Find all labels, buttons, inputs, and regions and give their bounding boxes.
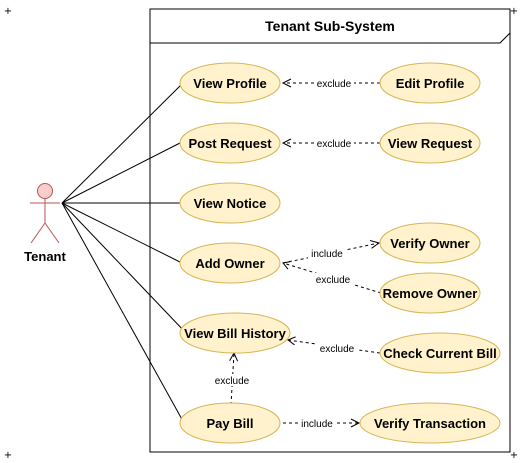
system-title-tab bbox=[150, 9, 511, 44]
relation-pay-bill-verify-transaction[interactable]: include bbox=[283, 417, 361, 430]
corner-mark-top-left: + bbox=[4, 6, 12, 17]
use-case-add-owner[interactable]: Add Owner bbox=[179, 242, 281, 284]
use-case-shape bbox=[379, 222, 481, 264]
association-view-bill-history[interactable] bbox=[61, 202, 187, 334]
relation-label-bg bbox=[314, 137, 354, 149]
relation-label-bg bbox=[317, 342, 357, 354]
corner-mark-top-right: + bbox=[510, 6, 518, 17]
relation-label-bg bbox=[314, 77, 354, 89]
use-case-label: Remove Owner bbox=[383, 286, 478, 301]
use-case-label: View Request bbox=[388, 136, 473, 151]
use-case-shape bbox=[379, 332, 501, 374]
use-case-label: View Profile bbox=[193, 76, 266, 91]
dependency-arrowhead bbox=[281, 78, 292, 88]
actor-tenant[interactable]: Tenant bbox=[24, 183, 66, 265]
corner-mark-bottom-left: + bbox=[4, 450, 12, 461]
use-case-shape bbox=[179, 182, 281, 224]
relation-check-current-bill-view-bill-history[interactable]: exclude bbox=[286, 336, 381, 355]
use-case-edit-profile[interactable]: Edit Profile bbox=[379, 62, 481, 104]
relation-remove-owner-add-owner[interactable]: exclude bbox=[282, 261, 382, 294]
use-case-view-bill-history[interactable]: View Bill History bbox=[179, 312, 291, 354]
use-case-check-current-bill[interactable]: Check Current Bill bbox=[379, 332, 501, 374]
system-title: Tenant Sub-System bbox=[265, 18, 395, 34]
dependency-arrowhead bbox=[281, 138, 292, 148]
use-case-label: Post Request bbox=[188, 136, 272, 151]
use-case-shape bbox=[179, 242, 281, 284]
use-case-pay-bill[interactable]: Pay Bill bbox=[179, 402, 281, 444]
relation-edit-profile-view-profile[interactable]: exclude bbox=[281, 77, 380, 90]
relation-add-owner-verify-owner[interactable]: include bbox=[282, 240, 381, 264]
association-pay-bill[interactable] bbox=[61, 202, 185, 424]
use-case-verify-transaction[interactable]: Verify Transaction bbox=[359, 402, 501, 444]
relation-label-bg bbox=[298, 417, 336, 429]
actor-head bbox=[37, 183, 53, 199]
relation-label: include bbox=[301, 419, 333, 430]
actor-right-leg bbox=[44, 222, 60, 244]
use-case-label: Add Owner bbox=[195, 256, 264, 271]
use-case-label: Verify Owner bbox=[390, 236, 469, 251]
association-view-profile[interactable] bbox=[61, 82, 184, 204]
use-case-shape bbox=[179, 312, 291, 354]
use-case-post-request[interactable]: Post Request bbox=[179, 122, 281, 164]
use-case-label: View Notice bbox=[194, 196, 267, 211]
relation-label-bg bbox=[308, 247, 346, 259]
use-case-label: Pay Bill bbox=[207, 416, 254, 431]
use-case-label: View Bill History bbox=[184, 326, 286, 341]
dependency-arrowhead bbox=[350, 418, 361, 428]
use-case-verify-owner[interactable]: Verify Owner bbox=[379, 222, 481, 264]
relation-label: exclude bbox=[317, 79, 352, 90]
relation-label: include bbox=[311, 249, 343, 260]
use-case-shape bbox=[379, 272, 481, 314]
use-case-label: Verify Transaction bbox=[374, 416, 486, 431]
use-case-shape bbox=[179, 402, 281, 444]
use-case-shape bbox=[179, 122, 281, 164]
relation-label: exclude bbox=[215, 376, 250, 387]
dependency-arrowhead bbox=[282, 261, 291, 270]
relation-label: exclude bbox=[320, 344, 355, 355]
use-case-view-profile[interactable]: View Profile bbox=[179, 62, 281, 104]
relation-view-request-post-request[interactable]: exclude bbox=[281, 137, 380, 150]
dependency-arrowhead bbox=[369, 240, 381, 249]
use-case-view-notice[interactable]: View Notice bbox=[179, 182, 281, 224]
actor-left-leg bbox=[30, 222, 46, 244]
corner-mark-bottom-right: + bbox=[510, 450, 518, 461]
use-case-label: Check Current Bill bbox=[383, 346, 496, 361]
actor-associations bbox=[61, 82, 187, 424]
use-case-shape bbox=[379, 122, 481, 164]
use-case-shape bbox=[359, 402, 501, 444]
association-add-owner[interactable] bbox=[61, 202, 183, 264]
relation-label: exclude bbox=[316, 275, 351, 286]
actor-name: Tenant bbox=[24, 249, 66, 264]
relation-label-bg bbox=[313, 273, 353, 285]
dependency-arrowhead bbox=[286, 336, 296, 346]
relation-label-bg bbox=[212, 374, 252, 386]
use-case-shape bbox=[379, 62, 481, 104]
use-case-shape bbox=[179, 62, 281, 104]
use-case-label: Edit Profile bbox=[396, 76, 465, 91]
use-case-view-request[interactable]: View Request bbox=[379, 122, 481, 164]
use-case-remove-owner[interactable]: Remove Owner bbox=[379, 272, 481, 314]
dependency-line bbox=[282, 262, 382, 294]
relation-label: exclude bbox=[317, 139, 352, 150]
association-post-request[interactable] bbox=[61, 142, 181, 204]
